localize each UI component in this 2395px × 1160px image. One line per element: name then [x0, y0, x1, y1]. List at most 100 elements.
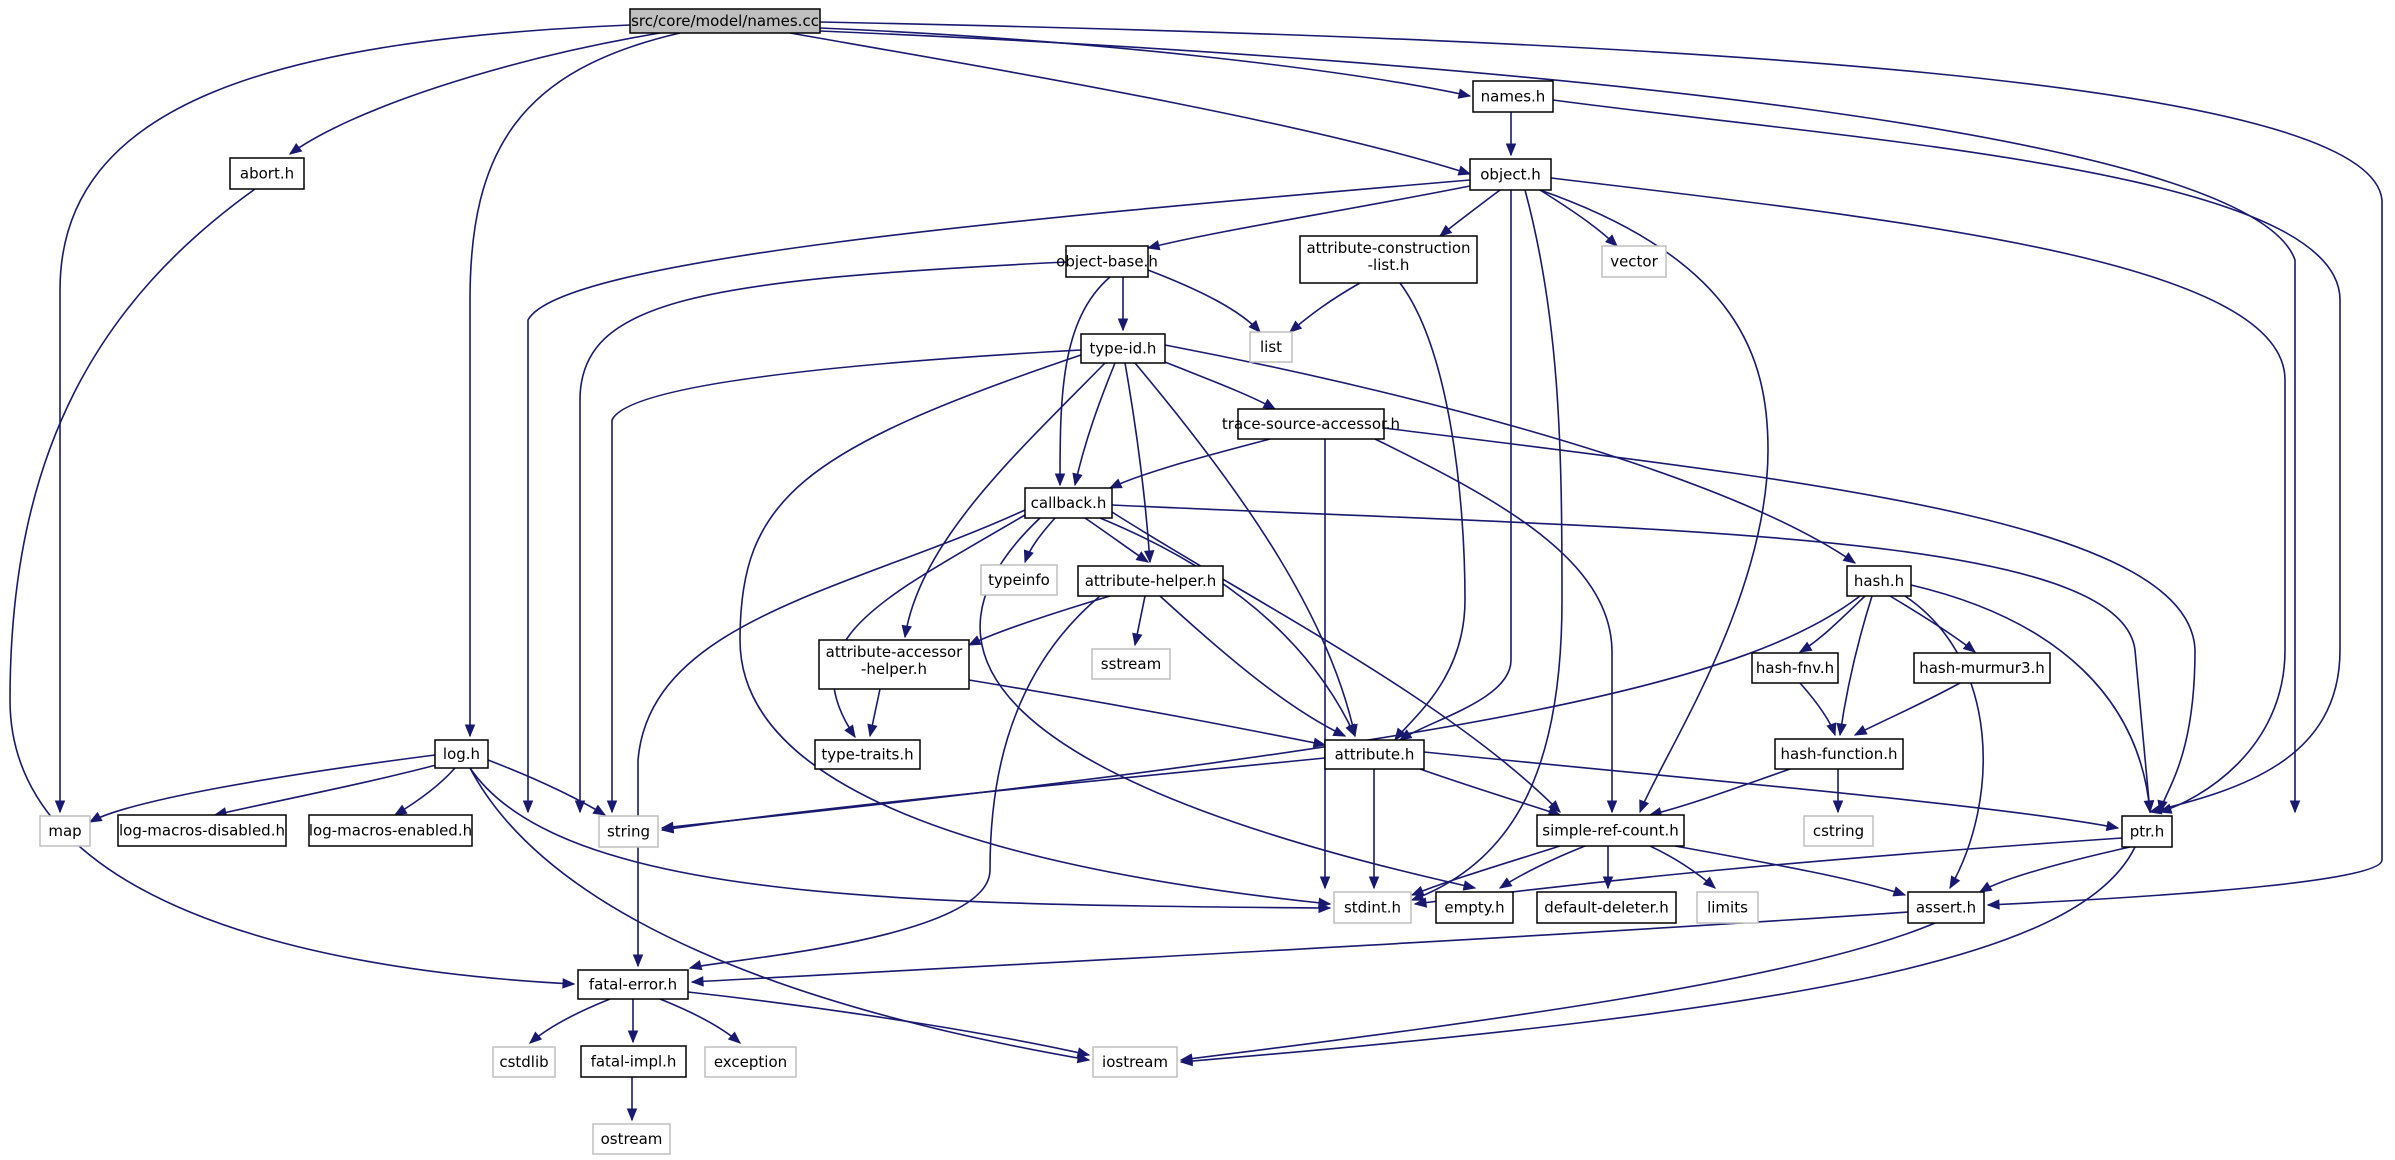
node-names-h[interactable]: names.h: [1472, 80, 1554, 113]
arrowhead-icon: [1605, 234, 1618, 247]
node-box: [580, 1045, 687, 1078]
edge-line: [89, 754, 436, 823]
node-label: limits: [1707, 899, 1748, 917]
node-box: [1751, 652, 1839, 684]
node-simple-ref-count-h[interactable]: simple-ref-count.h: [1536, 814, 1685, 847]
node-abort-h[interactable]: abort.h: [229, 157, 305, 190]
edge-line: [1147, 269, 1261, 333]
edge-attr_constr_list_h-to-list: [1288, 282, 1361, 333]
node-box: [598, 815, 659, 848]
edge-trace_src_acc_h-to-callback_h: [1108, 438, 1271, 489]
node-label: hash-function.h: [1781, 745, 1898, 763]
node-callback-h[interactable]: callback.h: [1024, 487, 1113, 519]
node-attr-helper-h[interactable]: attribute-helper.h: [1077, 565, 1224, 597]
node-box: [704, 1046, 797, 1078]
arrowhead-icon: [1702, 876, 1716, 889]
edge-line: [968, 679, 1326, 746]
node-empty-h[interactable]: empty.h: [1435, 891, 1514, 924]
arrowhead-icon: [1606, 800, 1618, 814]
edge-line: [789, 32, 1471, 175]
node-hash-murmur3-h[interactable]: hash-murmur3.h: [1913, 652, 2051, 684]
node-label: hash.h: [1854, 572, 1904, 590]
node-fatal-impl-h[interactable]: fatal-impl.h: [580, 1045, 687, 1078]
edge-line: [1411, 845, 1561, 896]
arrowhead-icon: [1457, 165, 1472, 176]
edge-line: [469, 767, 1090, 1061]
edge-names_cc-to-map: [54, 24, 631, 814]
node-layer: src/core/model/names.cc names.h abort.h obj…: [39, 8, 2173, 1155]
edge-line: [469, 32, 681, 736]
edge-names_cc-to-names_h: [819, 27, 1472, 99]
edge-line: [529, 998, 611, 1044]
node-attribute-h[interactable]: attribute.h: [1324, 739, 1425, 770]
edge-line: [1289, 282, 1361, 333]
edge-line: [637, 509, 1026, 966]
arrowhead-icon: [632, 954, 644, 968]
node-names-cc[interactable]: src/core/model/names.cc: [629, 8, 821, 34]
node-label: -helper.h: [861, 660, 927, 678]
node-label: ostream: [601, 1130, 663, 1148]
node-log-h[interactable]: log.h: [434, 739, 489, 769]
node-hash-fnv-h[interactable]: hash-fnv.h: [1751, 652, 1839, 684]
edge-attr_helper_h-to-attribute_h: [1159, 595, 1347, 737]
node-box: [1092, 1046, 1178, 1078]
arrowhead-icon: [1072, 472, 1083, 487]
edge-line: [1111, 504, 2151, 813]
arrowhead-icon: [1076, 1047, 1091, 1058]
node-type-id-h[interactable]: type-id.h: [1080, 333, 1166, 364]
node-box: [229, 157, 305, 190]
edge-line: [611, 349, 1082, 812]
edge-line: [1074, 362, 1116, 486]
node-hash-function-h[interactable]: hash-function.h: [1774, 738, 1904, 770]
node-box: [980, 564, 1058, 596]
node-label: map: [48, 822, 81, 840]
node-object-h[interactable]: object.h: [1469, 158, 1552, 191]
node-box: [818, 639, 970, 690]
node-log-macros-enabled-h[interactable]: log-macros-enabled.h: [308, 814, 473, 847]
node-fatal-error-h[interactable]: fatal-error.h: [577, 969, 689, 1000]
node-label: src/core/model/names.cc: [631, 12, 819, 30]
node-box: [1299, 235, 1478, 284]
node-hash-h[interactable]: hash.h: [1846, 565, 1912, 597]
node-trace-src-acc-h[interactable]: trace-source-accessor.h: [1222, 408, 1400, 440]
edge-type_id_h-to-attr_helper_h: [1124, 362, 1155, 564]
node-label: log-macros-disabled.h: [119, 822, 285, 840]
edge-line: [691, 911, 1909, 983]
node-label: stdint.h: [1344, 899, 1401, 917]
node-type-traits-h[interactable]: type-traits.h: [814, 739, 921, 770]
edge-attr_acc_helper_h-to-attribute_h: [968, 679, 1327, 748]
edge-line: [1159, 595, 1346, 737]
edge-abort_h-to-fatal_error_h: [9, 188, 576, 989]
edge-callback_h-to-attr_helper_h: [1084, 517, 1150, 563]
edge-line: [527, 179, 1471, 812]
node-box: [1472, 80, 1554, 113]
arrowhead-icon: [1832, 800, 1844, 814]
node-label: ptr.h: [2130, 823, 2164, 841]
edge-line: [1550, 177, 2286, 813]
node-box: [814, 739, 921, 770]
edge-line: [1423, 751, 2119, 829]
edge-line: [1394, 282, 1466, 741]
edge-fatal_error_h-to-fatal_impl_h: [627, 999, 639, 1044]
node-label: names.h: [1481, 88, 1546, 106]
arrowhead-icon: [1462, 880, 1477, 891]
edge-line: [1839, 595, 1873, 736]
node-log-macros-disabled-h[interactable]: log-macros-disabled.h: [117, 814, 287, 847]
node-label: empty.h: [1444, 899, 1504, 917]
node-stdint-h: stdint.h: [1333, 891, 1412, 924]
edge-log_h-to-iostream: [469, 767, 1091, 1064]
node-assert-h[interactable]: assert.h: [1907, 891, 1985, 924]
edge-callback_h-to-typeinfo: [1023, 517, 1056, 564]
node-string: string: [598, 815, 659, 848]
node-object-base-h[interactable]: object-base.h: [1056, 245, 1158, 278]
node-label: simple-ref-count.h: [1542, 822, 1678, 840]
node-attr-acc-helper-h[interactable]: attribute-accessor-helper.h: [818, 639, 970, 690]
node-default-deleter-h[interactable]: default-deleter.h: [1536, 891, 1677, 924]
edge-log_h-to-log_macros_disabled_h: [213, 763, 441, 818]
edge-trace_src_acc_h-to-simple_ref_count_h: [1374, 438, 1618, 814]
edge-line: [1164, 344, 1856, 564]
node-attr-constr-list-h[interactable]: attribute-construction-list.h: [1299, 235, 1478, 284]
edge-object_base_h-to-type_id_h: [1117, 277, 1129, 332]
node-ptr-h[interactable]: ptr.h: [2121, 815, 2173, 848]
edge-type_id_h-to-callback_h: [1072, 362, 1116, 487]
